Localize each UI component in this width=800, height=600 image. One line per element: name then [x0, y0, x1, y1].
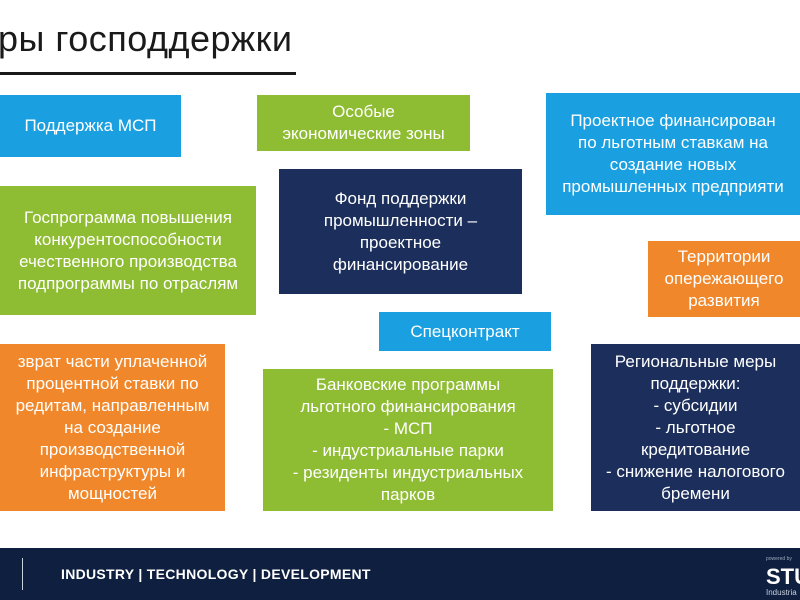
- brand-caption: powered by: [766, 556, 792, 562]
- box-msp-support: Поддержка МСП: [0, 95, 181, 157]
- footer-bar: INDUSTRY | TECHNOLOGY | DEVELOPMENT powe…: [0, 548, 800, 600]
- page-title: ры господдержки: [0, 18, 293, 59]
- box-bank-programs: Банковские программы льготного финансиро…: [263, 369, 553, 511]
- box-project-financing: Проектное финансирован по льготным ставк…: [546, 93, 800, 215]
- box-industry-development-fund: Фонд поддержки промышленности – проектно…: [279, 169, 522, 294]
- box-state-program: Госпрограмма повышения конкурентоспособн…: [0, 186, 256, 315]
- footer-tagline: INDUSTRY | TECHNOLOGY | DEVELOPMENT: [61, 566, 371, 582]
- box-special-contract: Спецконтракт: [379, 312, 551, 351]
- box-regional-measures: Региональные меры поддержки: - субсидии …: [591, 344, 800, 511]
- box-advanced-development-territories: Территории опережающего развития: [648, 241, 800, 317]
- brand-logo: STU: [766, 564, 800, 589]
- footer-divider: [22, 558, 23, 590]
- brand-subtitle: Industria: [766, 588, 797, 597]
- box-special-economic-zones: Особые экономические зоны: [257, 95, 470, 151]
- box-interest-refund: зврат части уплаченной процентной ставки…: [0, 344, 225, 511]
- title-underline: [0, 72, 296, 75]
